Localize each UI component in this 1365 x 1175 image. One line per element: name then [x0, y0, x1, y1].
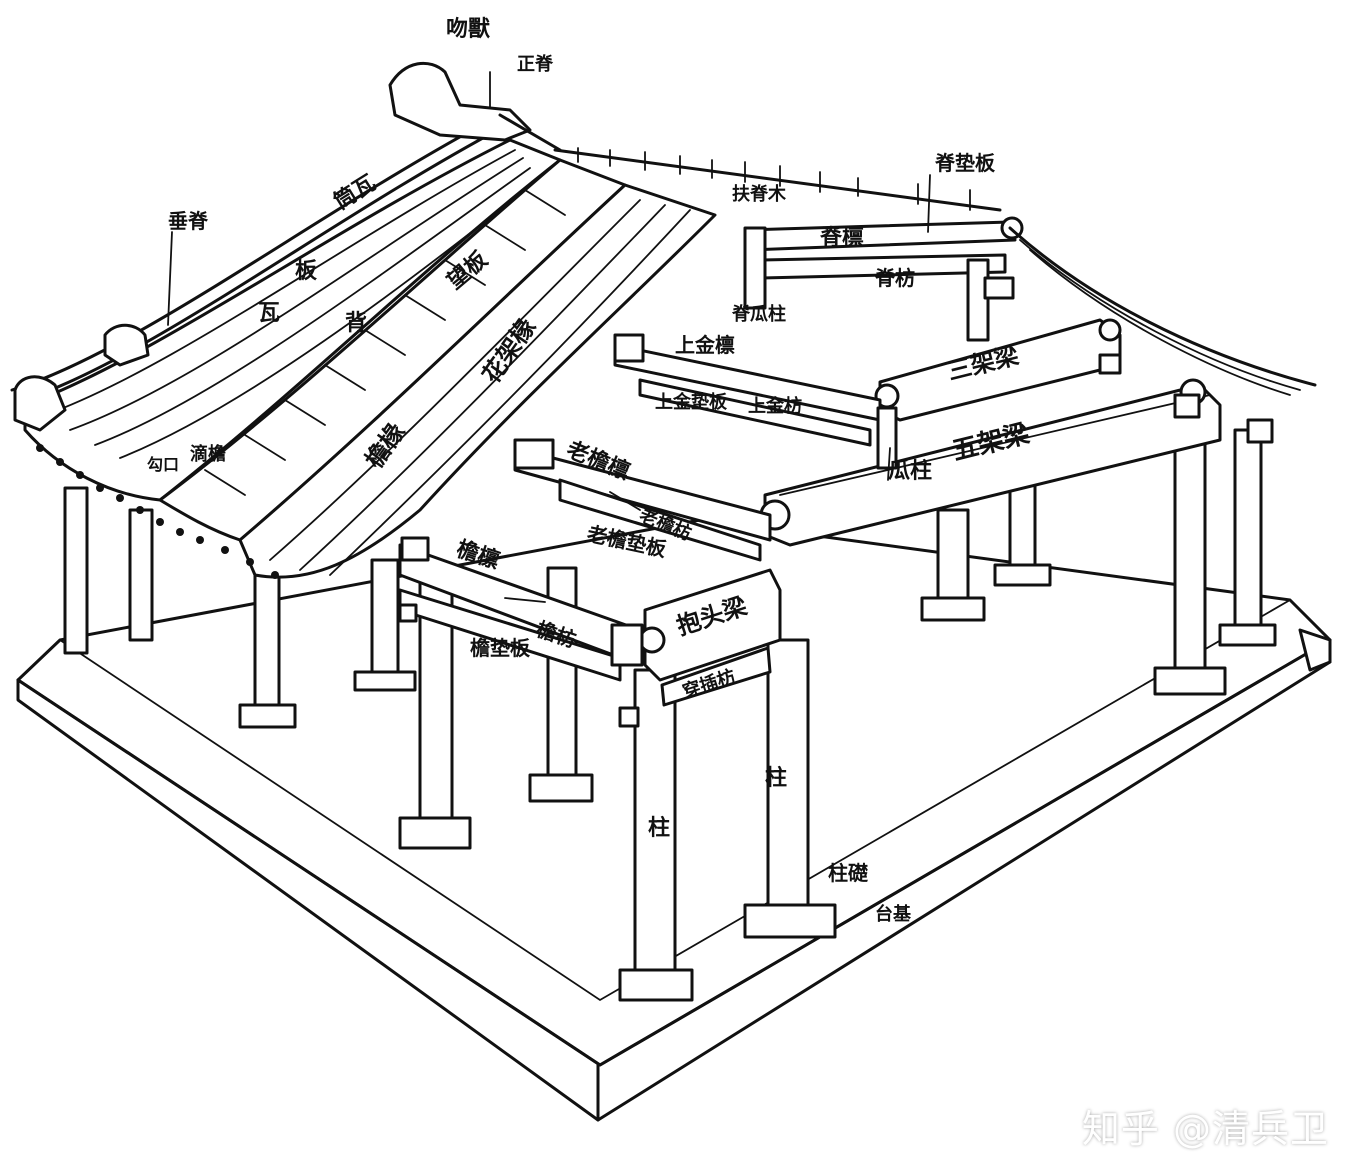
label-taiji: 台基 [875, 903, 912, 925]
label-wa: 瓦 [258, 300, 280, 326]
label-shangjindianban: 上金垫板 [655, 391, 728, 413]
leader-lines [167, 71, 931, 603]
label-jilin: 脊檩 [819, 225, 864, 251]
label-guazhu: 瓜柱 [888, 458, 932, 484]
label-shangjinlin: 上金檩 [675, 333, 735, 357]
label-dishui: 滴檐 [190, 443, 226, 465]
label-zhu1: 柱 [648, 815, 670, 841]
label-shangjinfang: 上金枋 [748, 395, 802, 417]
label-beidianban: 脊垫板 [934, 151, 996, 175]
label-jifang: 脊枋 [874, 266, 915, 290]
label-tongwa: 筒瓦 [329, 170, 380, 215]
label-jiguazhu: 脊瓜柱 [731, 303, 786, 325]
label-yandianban: 檐垫板 [470, 636, 531, 660]
roof [10, 61, 1317, 579]
label-bei: 背 [345, 310, 367, 336]
watermark: 知乎 @清兵卫 [1081, 1107, 1329, 1151]
label-goutou: 勾口 [147, 455, 179, 474]
label-zhengji: 正脊 [517, 53, 554, 75]
label-zhuchu: 柱礎 [828, 861, 869, 885]
beams [398, 147, 1274, 728]
label-ban: 板 [295, 258, 318, 284]
label-wenshou: 吻獸 [446, 16, 490, 42]
label-chuiji: 垂脊 [168, 209, 209, 233]
label-zhu2: 柱 [765, 765, 787, 791]
label-fujimu: 扶脊木 [732, 183, 787, 205]
